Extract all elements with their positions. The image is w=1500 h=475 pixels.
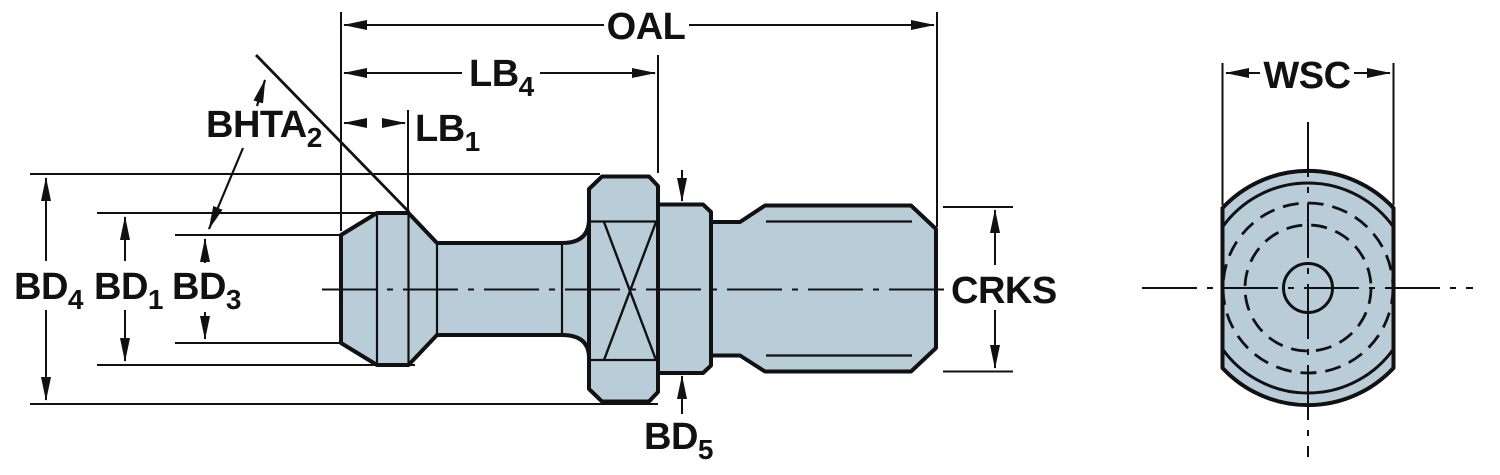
dim-label-lb4: LB4 bbox=[469, 53, 535, 102]
dim-label-oal: OAL bbox=[607, 6, 686, 48]
dim-bd1: BD1 bbox=[94, 212, 415, 366]
dim-label-bd5: BD5 bbox=[644, 416, 713, 465]
side-view bbox=[322, 174, 948, 404]
flange-cross-diagonal-2 bbox=[602, 221, 658, 361]
dim-bhta2: BHTA2 bbox=[206, 54, 411, 230]
dim-label-wsc: WSC bbox=[1263, 55, 1350, 97]
flange-outline bbox=[587, 174, 660, 404]
end-view bbox=[1142, 122, 1473, 457]
dim-label-bd4: BD4 bbox=[14, 266, 84, 315]
dimensions: OAL LB4 LB1 BHTA2 BD4 bbox=[14, 6, 1395, 465]
dim-wsc: WSC bbox=[1221, 55, 1395, 205]
dim-bd4: BD4 bbox=[14, 173, 658, 405]
dim-bd3: BD3 bbox=[172, 234, 341, 344]
dim-crks: CRKS bbox=[943, 206, 1057, 373]
dim-bd5: BD5 bbox=[644, 170, 713, 465]
dim-label-crks: CRKS bbox=[951, 270, 1057, 312]
end-view-inner-arc-top bbox=[1221, 181, 1395, 228]
dim-label-bd1: BD1 bbox=[94, 266, 163, 315]
dim-lb1: LB1 bbox=[343, 108, 480, 211]
bhta2-leader-lower bbox=[207, 147, 245, 230]
bhta2-leader-upper bbox=[253, 79, 267, 107]
dim-label-bhta2: BHTA2 bbox=[206, 104, 322, 153]
dim-lb4: LB4 bbox=[343, 53, 659, 173]
taper-angle-line bbox=[254, 54, 411, 213]
dim-label-bd3: BD3 bbox=[172, 266, 241, 315]
internal-edge-lines bbox=[375, 214, 912, 364]
dim-oal: OAL bbox=[340, 6, 938, 231]
dim-label-lb1: LB1 bbox=[415, 108, 480, 157]
